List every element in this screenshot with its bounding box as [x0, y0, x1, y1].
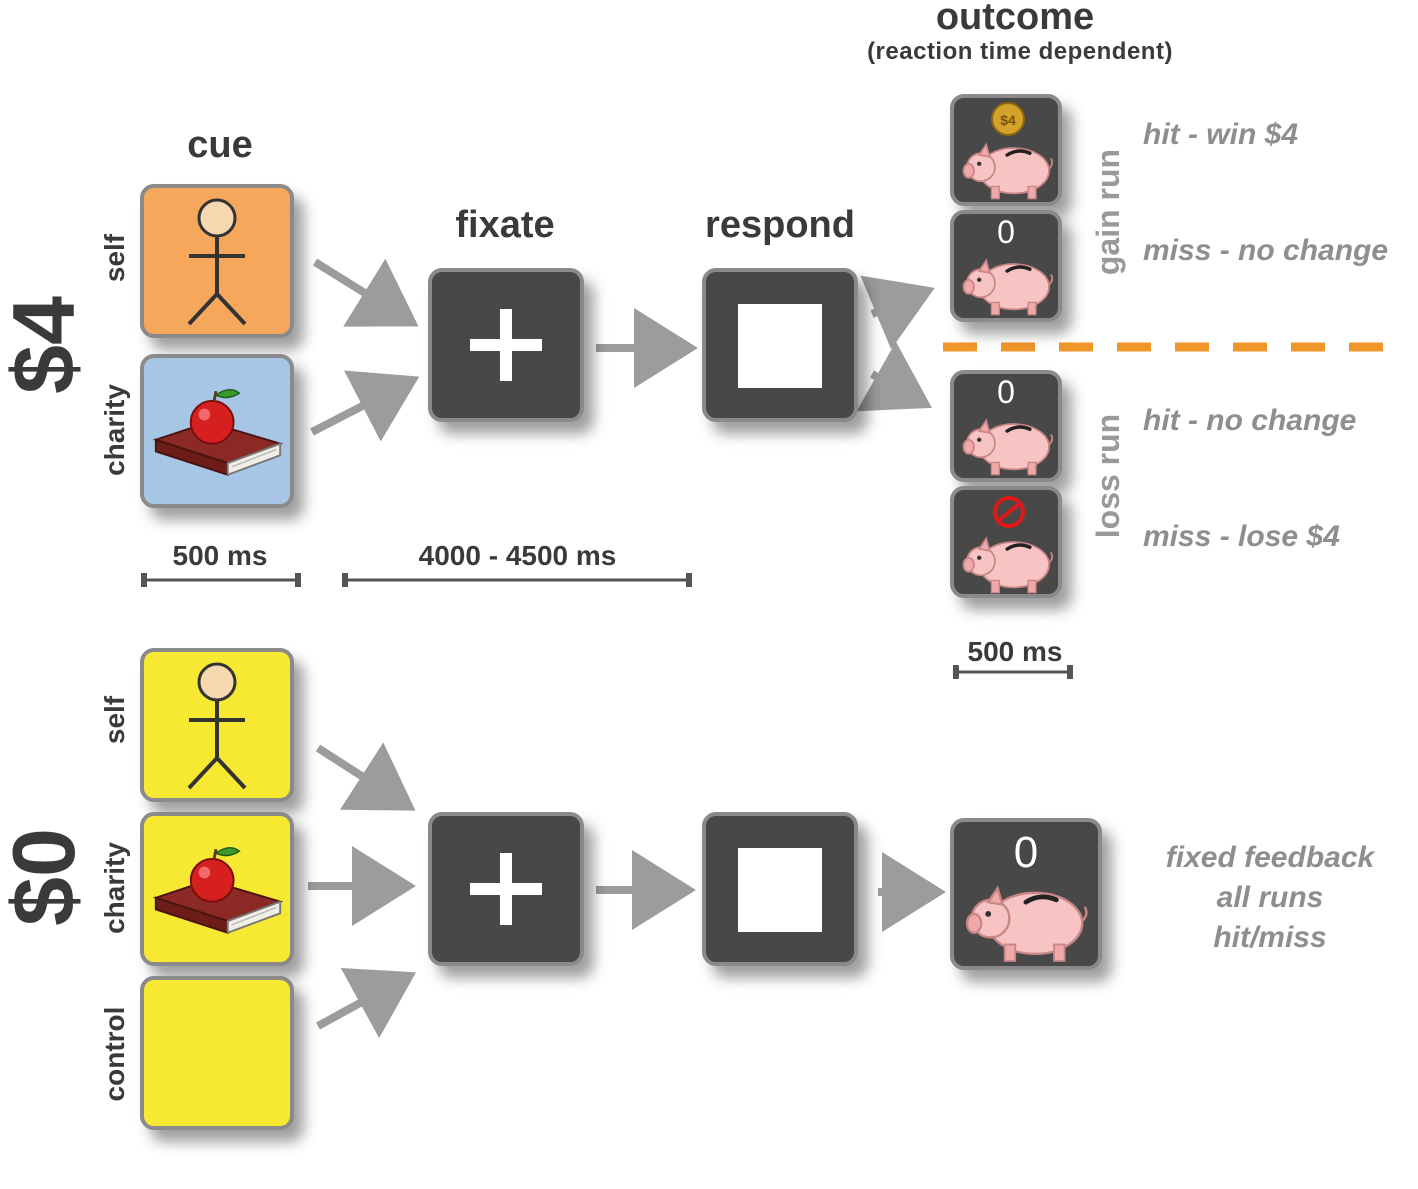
piggy-bank-icon [960, 250, 1056, 320]
timing-bar-fixate-respond [342, 573, 692, 587]
gain-hit-text: hit - win $4 [1143, 118, 1299, 151]
gold-coin-icon: $4 [991, 102, 1025, 136]
amount-label-0: $0 [0, 828, 93, 926]
zero-fixate-card [428, 812, 584, 966]
outcome-gain-miss-card: 0 [950, 210, 1062, 322]
no-entry-icon [993, 496, 1025, 528]
response-square-icon [738, 304, 822, 388]
outcome-subtitle: (reaction time dependent) [867, 38, 1173, 65]
zero-outcome-card: 0 [950, 818, 1102, 970]
timing-label-outcome: 500 ms [967, 636, 1063, 667]
cue-label-self: self [99, 233, 130, 283]
respond-title: respond [705, 204, 855, 246]
cue-card-zero-self [140, 648, 294, 802]
arrow-zero-control-to-fixate [316, 967, 417, 1039]
outcome-gain-hit-card: $4 [950, 94, 1062, 206]
outcome-gain-miss-value: 0 [997, 214, 1015, 250]
arrow-zero-self-to-fixate [315, 742, 416, 811]
amount-label-4: $4 [0, 296, 93, 394]
piggy-bank-icon [960, 134, 1056, 204]
fixation-cross-icon [470, 309, 542, 381]
arrow-respond-to-loss [856, 341, 932, 412]
piggy-bank-icon [960, 528, 1056, 598]
cue-card-zero-charity [140, 812, 294, 966]
cue-card-zero-control [140, 976, 294, 1130]
outcome-loss-miss-card [950, 486, 1062, 598]
cue-label-zero-charity: charity [99, 842, 130, 934]
arrow-respond-to-gain [860, 275, 935, 350]
response-square-icon [738, 848, 822, 932]
stick-figure-icon [167, 194, 267, 334]
timing-bar-outcome [953, 665, 1073, 679]
gain-run-label: gain run [1090, 148, 1126, 276]
fixed-feedback-text: fixed feedback all runs hit/miss [1130, 838, 1410, 958]
timing-label-fixate-respond: 4000 - 4500 ms [418, 540, 617, 571]
timing-bar-cue [141, 573, 301, 587]
coin-label: $4 [1000, 112, 1016, 128]
piggy-bank-icon [960, 410, 1056, 480]
loss-hit-text: hit - no change [1143, 404, 1357, 437]
stick-figure-icon [167, 658, 267, 798]
cue-label-charity: charity [99, 384, 130, 476]
outcome-title: outcome [935, 0, 1095, 38]
gain-miss-text: miss - no change [1143, 234, 1389, 267]
cue-card-self [140, 184, 294, 338]
arrow-charity-to-fixate [310, 370, 420, 442]
fixed-feedback-line-3: hit/miss [1213, 921, 1327, 954]
loss-run-label: loss run [1090, 413, 1126, 539]
cue-card-charity [140, 354, 294, 508]
outcome-loss-hit-value: 0 [997, 374, 1015, 410]
zero-respond-card [702, 812, 858, 966]
fixed-feedback-line-1: fixed feedback [1165, 841, 1375, 874]
outcome-loss-hit-card: 0 [950, 370, 1062, 482]
fixation-cross-icon [470, 853, 542, 925]
loss-miss-text: miss - lose $4 [1143, 520, 1340, 553]
timing-label-cue: 500 ms [172, 540, 268, 571]
cue-label-zero-self: self [99, 695, 130, 745]
piggy-bank-icon [962, 874, 1092, 968]
zero-outcome-value: 0 [1013, 828, 1039, 877]
cue-title: cue [187, 124, 253, 166]
fixed-feedback-line-2: all runs [1216, 881, 1324, 914]
apple-on-book-icon [150, 840, 286, 940]
respond-card [702, 268, 858, 422]
apple-on-book-icon [150, 382, 286, 482]
fixate-card [428, 268, 584, 422]
cue-label-zero-control: control [99, 1006, 130, 1102]
arrow-self-to-fixate [312, 258, 419, 327]
fixate-title: fixate [455, 204, 555, 246]
